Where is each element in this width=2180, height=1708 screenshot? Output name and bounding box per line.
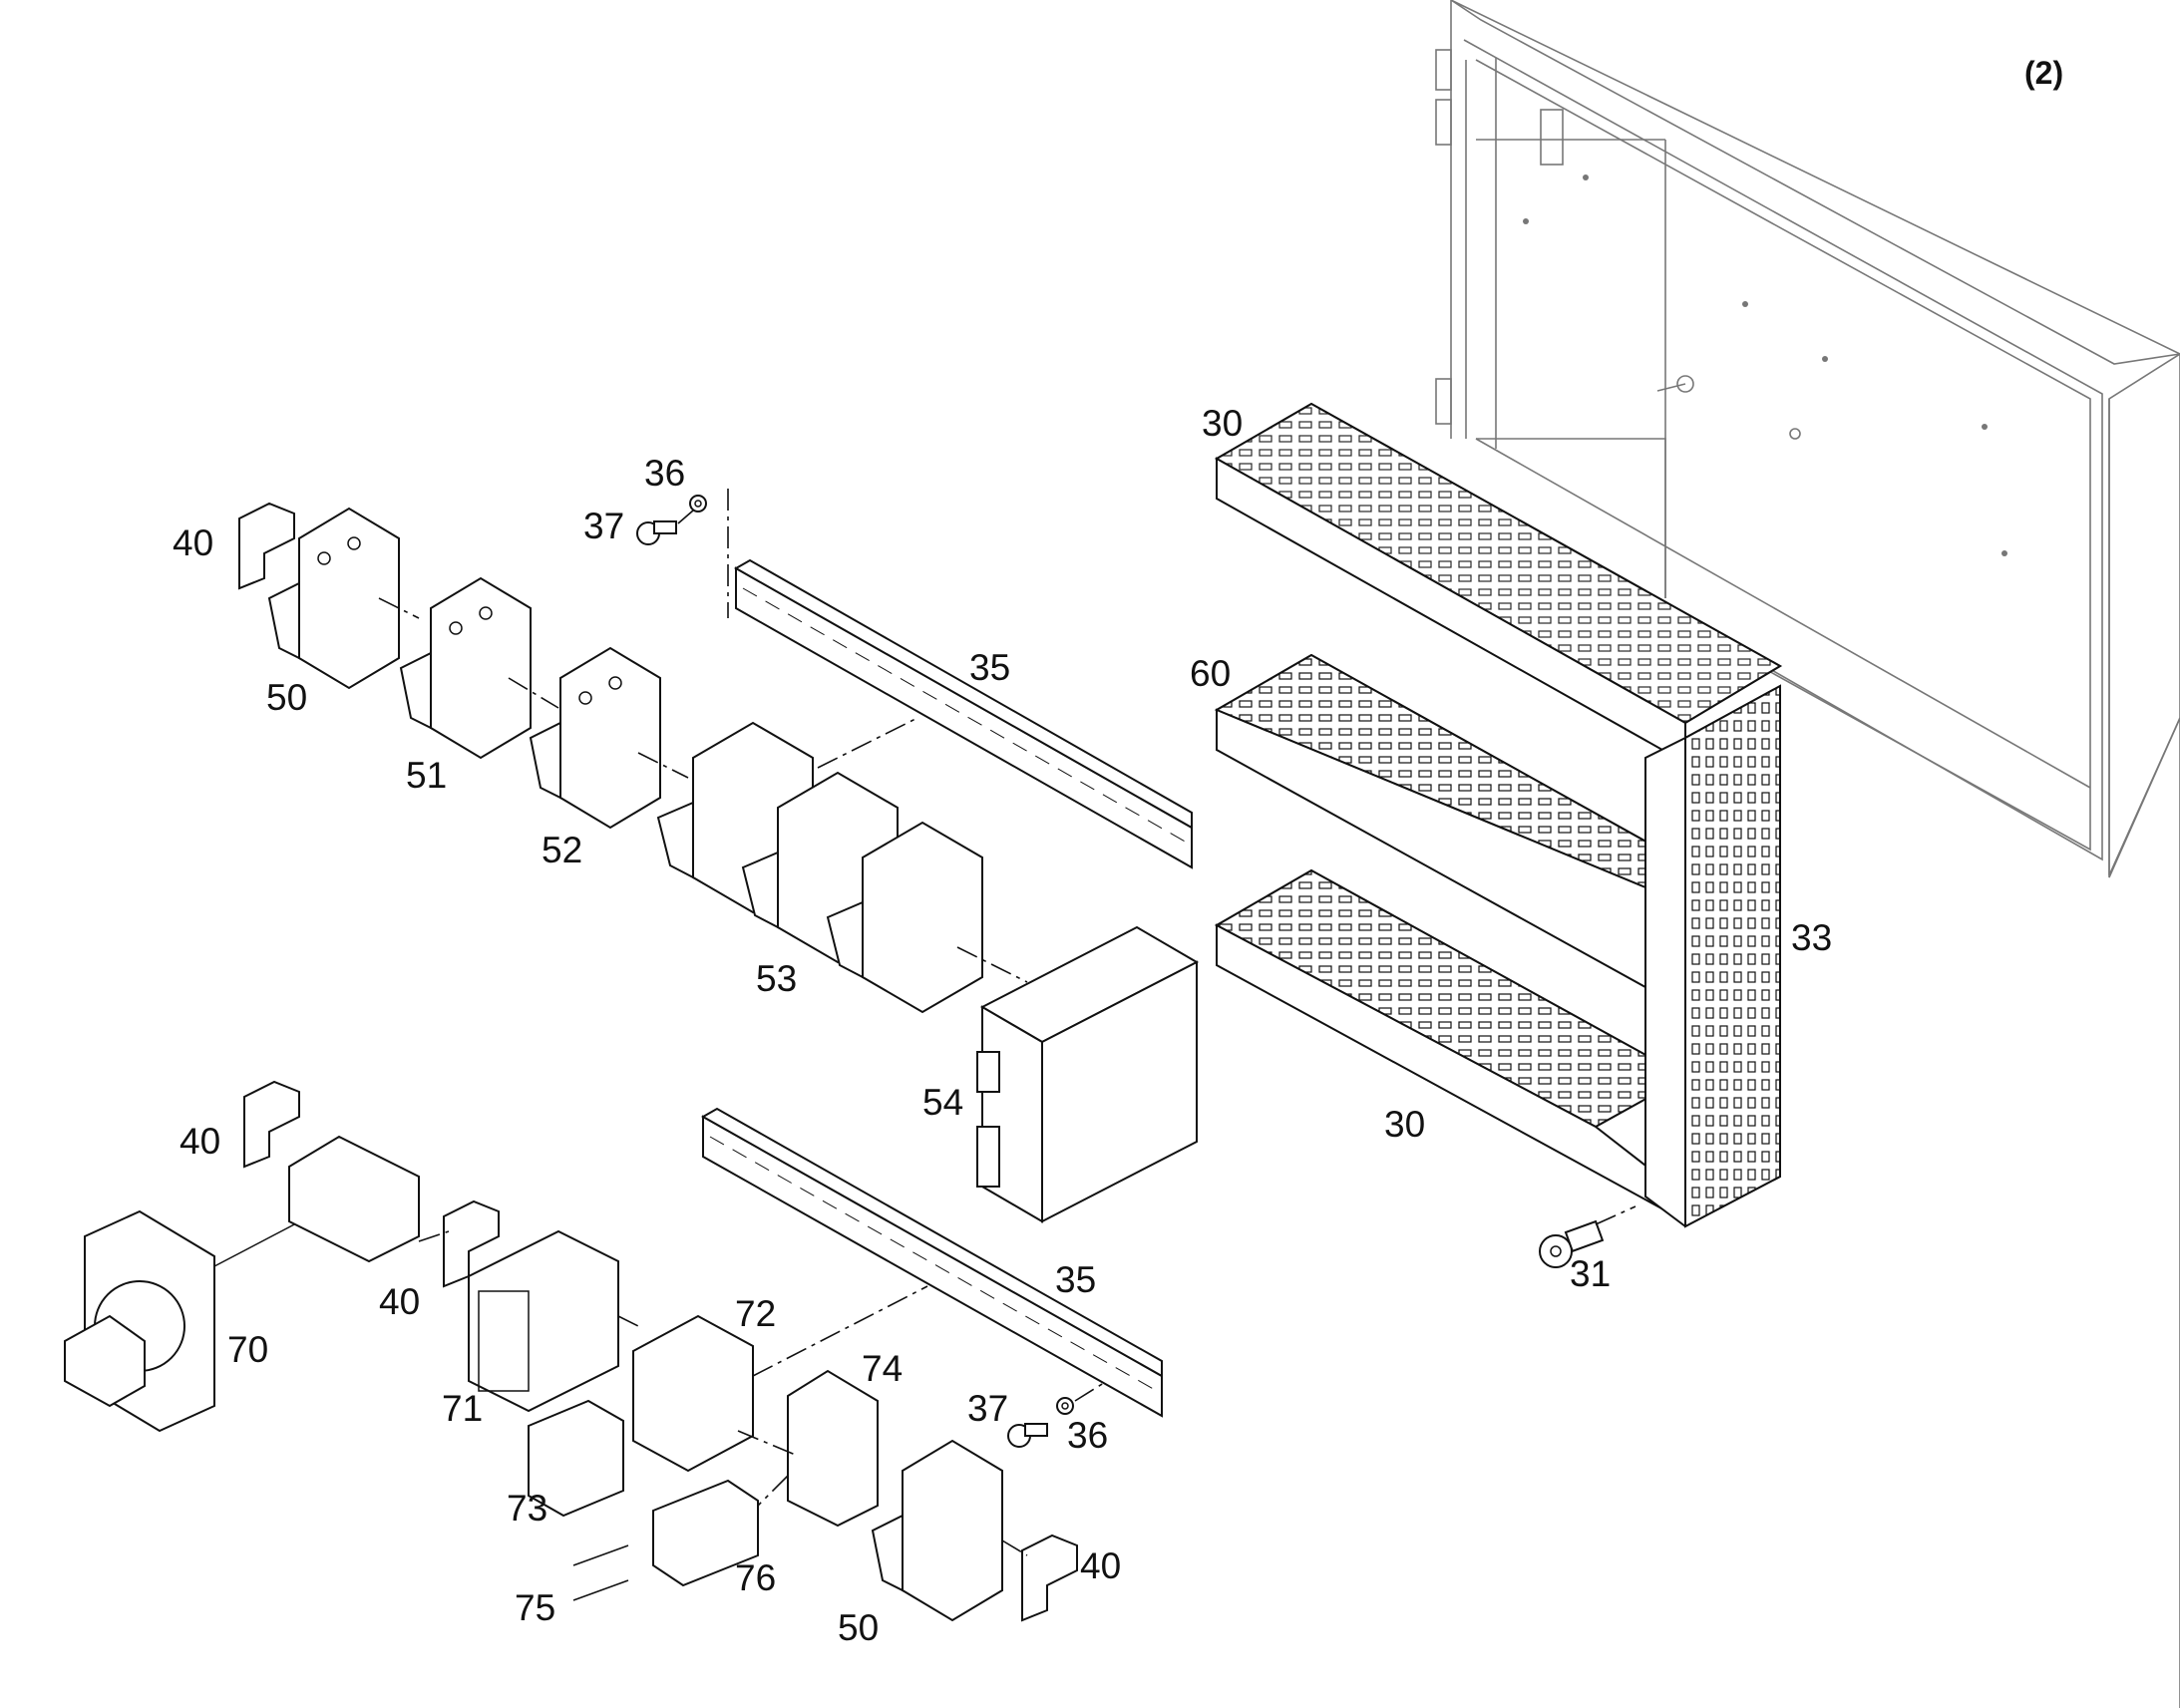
power-supply-54	[976, 925, 1200, 1223]
callout-54: 54	[922, 1082, 963, 1123]
din-rail-upper	[727, 489, 1193, 869]
cable-duct-top	[1214, 402, 1782, 765]
callout-51: 51	[406, 755, 447, 796]
breaker-51	[399, 576, 532, 760]
callout-40-lower-mid: 40	[379, 1281, 420, 1322]
enclosure-housing	[1435, 0, 2180, 1708]
callout-76: 76	[735, 1557, 776, 1598]
enclosure-reference-label: (2)	[2024, 55, 2063, 91]
relay-76	[652, 1479, 759, 1587]
din-rail-lower	[700, 1107, 1163, 1418]
callout-30-bottom: 30	[1384, 1104, 1425, 1145]
breaker-52	[529, 646, 661, 830]
callout-70: 70	[227, 1329, 268, 1370]
callout-35-lower: 35	[1055, 1259, 1096, 1300]
callout-40-lower-left: 40	[180, 1121, 220, 1162]
cable-duct-bottom	[1214, 868, 1688, 1223]
cable-duct-vertical	[1644, 684, 1781, 1228]
callout-71: 71	[442, 1388, 483, 1429]
breaker-50-upper	[267, 507, 400, 690]
auxiliary-contact-73	[528, 1399, 624, 1518]
callout-37-lower: 37	[967, 1388, 1008, 1429]
screw-37-upper	[636, 495, 707, 545]
breaker-53-3	[826, 821, 983, 1014]
end-clamp-40-lower-right	[1021, 1534, 1078, 1622]
contactor-71	[468, 1229, 619, 1413]
callout-50-upper: 50	[266, 677, 307, 718]
relay-socket-74	[787, 1369, 879, 1528]
end-clamp-40-lower-left	[243, 1080, 300, 1169]
callout-35-upper: 35	[969, 647, 1010, 688]
callout-36-upper: 36	[644, 453, 685, 494]
callout-75: 75	[515, 1587, 555, 1628]
callout-30-top: 30	[1202, 403, 1243, 444]
callout-53: 53	[756, 958, 797, 999]
cable-duct-middle	[1214, 653, 1687, 989]
end-clamp-40-lower-mid	[443, 1199, 500, 1288]
callout-33: 33	[1791, 917, 1832, 958]
breaker-50-lower	[871, 1439, 1003, 1622]
callout-52: 52	[542, 830, 582, 870]
switch-70	[64, 1135, 420, 1433]
callout-72: 72	[735, 1293, 776, 1334]
contactor-72	[632, 1314, 754, 1473]
jumper-75	[572, 1544, 629, 1601]
callout-60: 60	[1190, 653, 1231, 694]
callout-31: 31	[1570, 1253, 1611, 1294]
end-clamp-40-upper	[238, 502, 295, 590]
callout-74: 74	[862, 1348, 903, 1389]
callout-36-lower: 36	[1067, 1415, 1108, 1456]
callout-50-lower: 50	[838, 1607, 879, 1648]
callout-40-lower-right: 40	[1080, 1545, 1121, 1586]
screw-37-lower	[1007, 1380, 1108, 1448]
callout-37-upper: 37	[583, 506, 624, 546]
callout-73: 73	[507, 1488, 547, 1529]
screw-31	[1539, 1205, 1636, 1268]
callout-40-upper: 40	[173, 522, 213, 563]
